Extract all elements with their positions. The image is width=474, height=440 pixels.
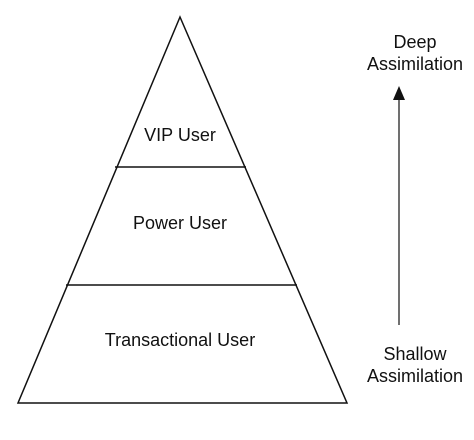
deep-label-line2: Assimilation xyxy=(366,54,464,74)
shallow-label-line1: Shallow xyxy=(383,344,447,364)
level-power-user: Power User xyxy=(132,213,228,233)
arrow-up-icon xyxy=(393,86,405,100)
pyramid-outline xyxy=(16,15,349,404)
deep-assimilation-label: Deep Assimilation xyxy=(345,31,474,75)
shallow-assimilation-label: Shallow Assimilation xyxy=(345,343,474,387)
level-vip-user: VIP User xyxy=(144,125,216,145)
level-transactional-user: Transactional User xyxy=(104,330,256,350)
shallow-label-line2: Assimilation xyxy=(366,366,464,386)
deep-label-line1: Deep xyxy=(393,32,437,52)
